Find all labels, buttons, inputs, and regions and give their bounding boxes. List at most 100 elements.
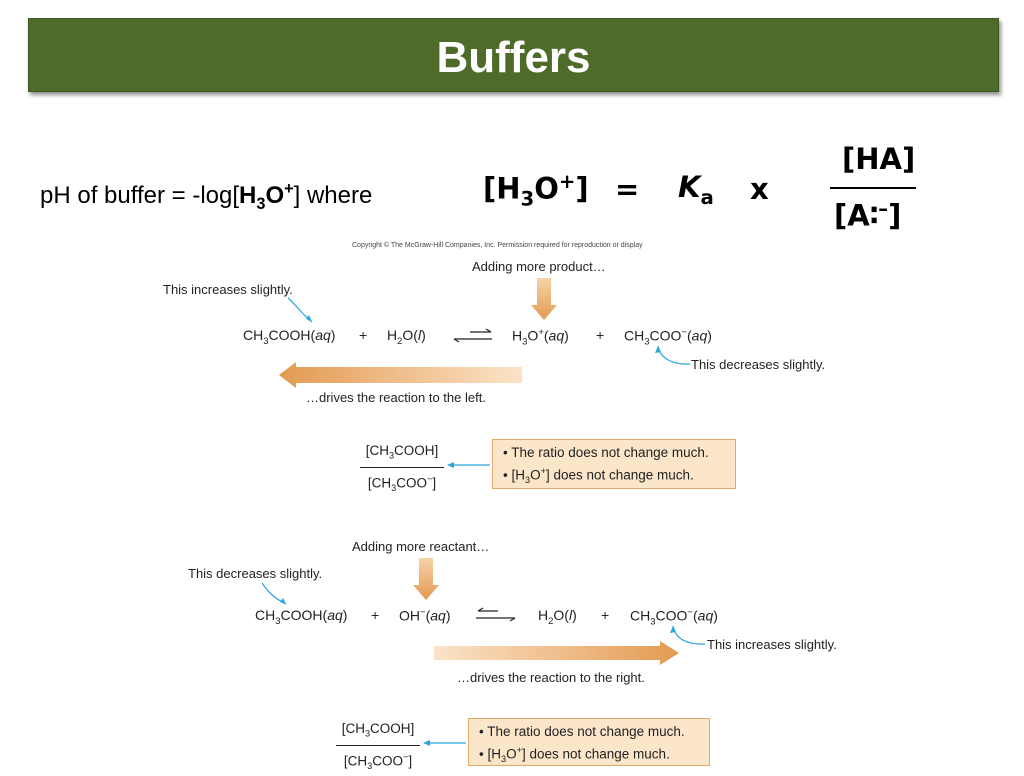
b-r1-sub: 3: [275, 615, 281, 627]
r1-aq: aq: [315, 327, 331, 343]
adding-reactant-label: Adding more reactant…: [352, 539, 490, 554]
b-frac-den: [CH: [343, 753, 368, 769]
pointer-head-decrease-bottom: [280, 598, 286, 604]
b-r1-aq: aq: [327, 607, 343, 623]
ph-sup: +: [284, 180, 294, 198]
b-frac-den-rest: COO: [372, 753, 403, 769]
r2-end: ): [421, 327, 426, 343]
eq-lhs-o: O: [534, 171, 559, 206]
ph-text-left: pH of buffer = -log[: [40, 182, 240, 209]
eq-equals: =: [615, 172, 640, 206]
ratio-bar-bottom: [336, 744, 420, 746]
p1-end: ): [564, 327, 569, 344]
eq-ka-k: K: [678, 170, 701, 204]
product-hydronium-top: H3O+(aq): [512, 327, 569, 347]
drives-left-label: …drives the reaction to the left.: [306, 390, 486, 405]
b-frac-num: [CH: [341, 721, 365, 736]
ph-h: H: [239, 182, 257, 209]
b-r2-text: OH: [399, 607, 420, 624]
p1-rest: O: [527, 327, 539, 344]
product-water-bottom: H2O(l): [538, 607, 577, 627]
ratio-fraction-top: [CH3COOH] [CH3COO−]: [360, 441, 444, 498]
b-note2-a: • [H: [479, 746, 501, 762]
b-p2-sup: −: [687, 607, 693, 618]
b-note2-sup: +: [516, 745, 522, 755]
r1-text: CH: [243, 327, 264, 343]
frac-den-sup: −: [427, 473, 433, 484]
p1-open: (: [543, 327, 549, 344]
b-p2-end: ): [713, 607, 718, 624]
ratio-fraction-bottom: [CH3COOH] [CH3COO−]: [336, 719, 420, 776]
plus-sign-top-2: +: [596, 327, 605, 343]
note2-sup: +: [540, 466, 546, 476]
pointer-head-fraction-bottom: [423, 740, 430, 746]
eq-numerator: [HA]: [842, 142, 916, 176]
note2-b: ] does not change much.: [545, 467, 694, 483]
p2-end: ): [707, 327, 712, 344]
eq-den-colon: ∶: [869, 198, 879, 233]
b-p1-rest: O(: [553, 607, 569, 623]
reactant-water-top: H2O(l): [387, 327, 426, 347]
eq-times: x: [750, 172, 769, 206]
reactant-acetic-acid-top: CH3COOH(aq): [243, 327, 335, 347]
increases-label-top: This increases slightly.: [163, 282, 293, 297]
b-p2-rest: COO: [655, 607, 688, 624]
note2-a: • [H: [503, 467, 525, 483]
plus-sign-bottom-1: +: [371, 607, 380, 623]
b-r1-end: ): [342, 607, 348, 623]
note-line-2-bottom: • [H3O+] does not change much.: [479, 741, 699, 768]
frac-den-sub: 3: [391, 482, 397, 493]
b-r2-open: (: [425, 607, 431, 624]
b-frac-den-end: ]: [408, 753, 413, 769]
note2-sub: 3: [524, 475, 531, 486]
ph-definition: pH of buffer = -log[H3O+] where: [40, 180, 372, 214]
eq-lhs-sub: 3: [520, 187, 535, 211]
b-p2-text: CH: [630, 607, 651, 624]
frac-num-rest: COOH]: [394, 443, 439, 458]
b-r2-aq: aq: [430, 607, 446, 624]
reactant-hydroxide-bottom: OH−(aq): [399, 607, 450, 624]
down-arrow-bottom: [413, 558, 439, 600]
eq-den-close: ]: [888, 198, 902, 233]
p1-sup: +: [538, 327, 544, 338]
p2-rest: COO: [649, 327, 682, 344]
r2-l: l: [417, 327, 422, 343]
decreases-label-top: This decreases slightly.: [691, 357, 826, 372]
reactant-acetic-acid-bottom: CH3COOH(aq): [255, 607, 347, 627]
drives-right-label: …drives the reaction to the right.: [457, 670, 645, 685]
r2-sub: 2: [397, 335, 403, 347]
r2-rest: O(: [402, 327, 418, 343]
b-note2-o: O: [506, 746, 517, 762]
frac-den-rest: COO: [396, 475, 427, 491]
b-frac-den-sub: 3: [367, 760, 373, 771]
p2-sub: 3: [644, 336, 650, 348]
p2-text: CH: [624, 327, 645, 344]
ratio-denominator-top: [CH3COO−]: [360, 469, 444, 498]
pointer-head-increase-bottom: [670, 626, 676, 633]
b-p1-text: H: [538, 607, 549, 623]
product-acetate-top: CH3COO−(aq): [624, 327, 712, 347]
b-r1-text: CH: [255, 607, 276, 623]
p1-text: H: [512, 327, 523, 344]
big-right-arrow: [434, 641, 679, 665]
ph-sub: 3: [256, 194, 266, 213]
eq-lhs-close: ]: [575, 171, 589, 206]
b-note2-b: ] does not change much.: [521, 746, 670, 762]
frac-den: [CH: [367, 475, 392, 491]
pointer-head-decrease-top: [655, 346, 661, 353]
pointer-decrease-top: [657, 345, 691, 365]
b-p2-sub: 3: [650, 616, 656, 628]
r1-rest: COOH(: [268, 327, 316, 343]
b-r2-end: ): [445, 607, 451, 624]
pointer-increase-bottom: [672, 625, 706, 645]
ratio-numerator-top: [CH3COOH]: [360, 441, 444, 466]
slide-title: Buffers: [436, 33, 591, 82]
product-acetate-bottom: CH3COO−(aq): [630, 607, 718, 627]
eq-ka: Ka: [678, 170, 714, 209]
r2-text: H: [387, 327, 398, 343]
r1-end: ): [330, 327, 336, 343]
eq-lhs-open: [H: [483, 171, 521, 206]
p1-sub: 3: [522, 336, 528, 348]
note-line-1-top: • The ratio does not change much.: [503, 445, 709, 460]
b-r2-sup: −: [420, 607, 426, 618]
